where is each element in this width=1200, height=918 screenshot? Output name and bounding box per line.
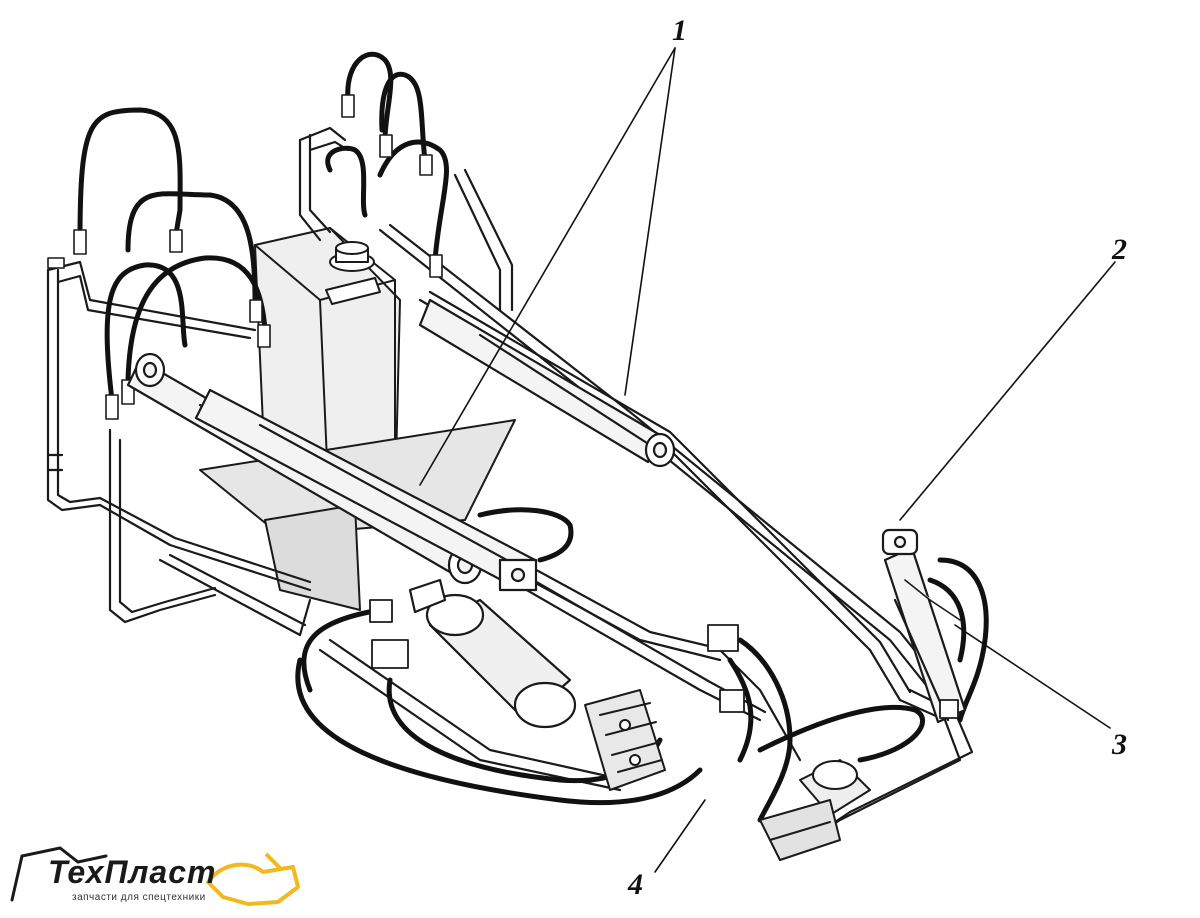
hose-6 — [379, 71, 428, 163]
hose-17 — [477, 507, 574, 563]
leader-1b — [624, 47, 676, 396]
left-rigid-pipes — [46, 260, 312, 637]
hose-9 — [301, 607, 383, 693]
leader-lines — [419, 47, 1116, 873]
callout-label-3: 3 — [1112, 728, 1127, 761]
callout-label-4: 4 — [628, 868, 643, 901]
logo-tagline: запчасти для спецтехники — [72, 892, 206, 903]
hose-1 — [77, 107, 183, 243]
brand-logo: ТехПласт запчасти для спецтехники — [8, 842, 308, 914]
logo-wordmark: ТехПласт — [48, 854, 216, 891]
hose-3 — [104, 262, 188, 403]
rear-rigid-pipes — [298, 126, 514, 312]
hose-fittings — [47, 94, 443, 420]
leader-4 — [654, 799, 706, 873]
callout-label-1: 1 — [672, 14, 687, 47]
logo-name-part1: Тех — [48, 854, 105, 890]
leader-1a — [419, 47, 676, 486]
hose-14 — [927, 577, 967, 663]
leader-3 — [954, 624, 1111, 729]
distributor-fittings — [369, 599, 959, 719]
hose-10 — [295, 657, 703, 806]
hose-13 — [937, 557, 989, 723]
logo-name-part2: Пласт — [104, 854, 217, 890]
steering-unit — [759, 759, 871, 861]
leader-2 — [899, 261, 1116, 521]
hydraulic-pump — [408, 578, 577, 729]
control-valve-block — [584, 689, 666, 791]
hose-4 — [125, 255, 268, 383]
callout-label-2: 2 — [1112, 233, 1127, 266]
lift-cylinder-right — [418, 298, 676, 468]
hose-7 — [325, 145, 368, 218]
flexible-hoses — [77, 51, 989, 823]
hose-5 — [345, 51, 394, 143]
lift-cylinder-middle — [194, 388, 538, 592]
hose-8 — [377, 139, 449, 263]
excavator-icon — [10, 846, 300, 906]
hose-2 — [125, 191, 258, 303]
hose-15 — [737, 637, 793, 823]
hose-16 — [727, 657, 754, 763]
hose-12 — [757, 704, 926, 763]
